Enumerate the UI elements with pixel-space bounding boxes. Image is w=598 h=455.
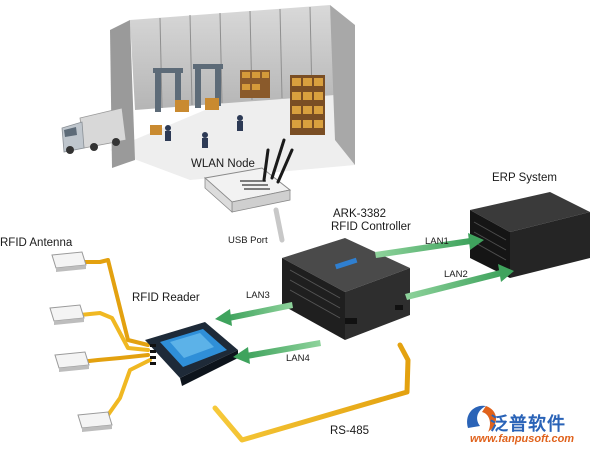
watermark-brand: 泛普软件 xyxy=(490,414,566,434)
usb-port-label: USB Port xyxy=(228,235,268,246)
lan3-arrow xyxy=(215,302,293,326)
rfid-antennas xyxy=(49,251,113,432)
warehouse-illustration xyxy=(61,5,355,180)
rfid-antenna-icon xyxy=(51,251,87,272)
lan1-label: LAN1 xyxy=(425,236,449,247)
wlan-node-label: WLAN Node xyxy=(191,158,255,170)
rfid-controller-device xyxy=(282,238,410,340)
rfid-antenna-icon xyxy=(77,411,113,432)
lan4-arrow xyxy=(233,340,321,364)
erp-system-label: ERP System xyxy=(492,172,557,184)
lan3-label: LAN3 xyxy=(246,290,270,301)
lan4-label: LAN4 xyxy=(286,353,310,364)
rfid-antenna-icon xyxy=(49,304,85,325)
rfid-reader-label: RFID Reader xyxy=(132,292,200,304)
rs485-label: RS-485 xyxy=(330,425,369,437)
watermark-url: www.fanpusoft.com xyxy=(470,433,575,445)
rfid-reader-device xyxy=(145,322,238,386)
wlan-node-device xyxy=(203,138,294,213)
storage-racks xyxy=(240,70,325,135)
erp-system-server xyxy=(470,192,590,278)
lan1-arrow xyxy=(375,233,484,258)
controller-model-label: ARK-3382 xyxy=(333,208,387,220)
rfid-antenna-label: RFID Antenna xyxy=(0,237,73,249)
lan-arrows xyxy=(215,233,514,364)
rfid-portal-gates xyxy=(153,64,223,112)
rfid-controller-label: RFID Controller xyxy=(331,221,411,233)
rfid-antenna-icon xyxy=(54,351,90,372)
brand-logo-icon xyxy=(467,405,497,432)
lan2-arrow xyxy=(405,264,514,300)
delivery-truck xyxy=(61,107,127,154)
lan2-label: LAN2 xyxy=(444,269,468,280)
